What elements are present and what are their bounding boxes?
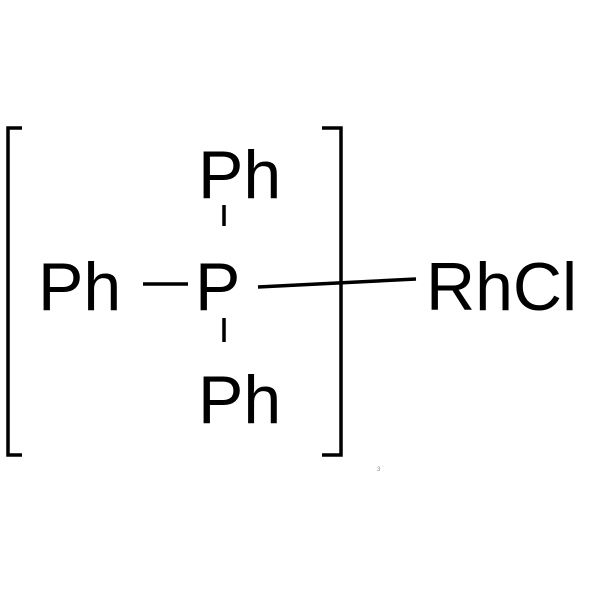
phenyl-bottom-label: Ph	[198, 362, 281, 438]
left-bracket	[6, 126, 22, 457]
phosphorus-label: P	[195, 249, 240, 325]
bond-p-rh	[257, 277, 417, 289]
rhcl-label: RhCl	[426, 249, 577, 325]
phenyl-left-label: Ph	[38, 249, 121, 325]
phenyl-top-label: Ph	[198, 137, 281, 213]
subscript-label: 3	[377, 467, 381, 473]
right-bracket	[322, 126, 343, 457]
